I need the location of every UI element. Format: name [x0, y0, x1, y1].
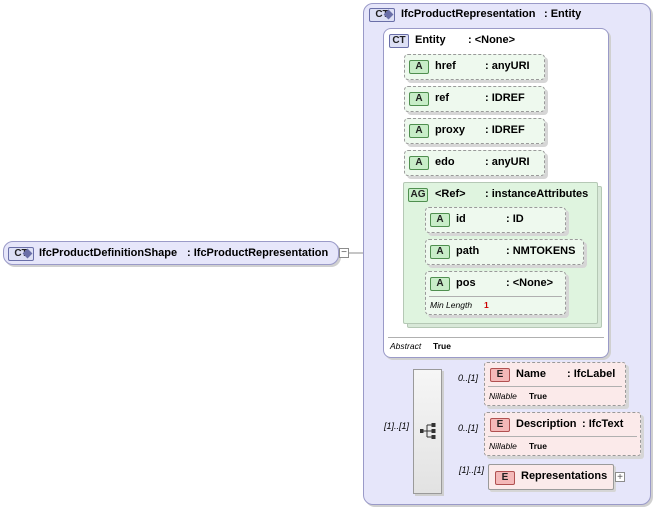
attribute-badge: A — [409, 92, 429, 106]
expand-icon: + — [617, 472, 623, 483]
outer-type: : Entity — [544, 8, 582, 20]
complex-type-badge: CT — [389, 34, 409, 48]
element-cardinality: 0..[1] — [458, 423, 479, 433]
attribute-name: path — [456, 245, 480, 257]
attribute-group-type: : instanceAttributes — [485, 188, 589, 200]
element-divider — [488, 386, 622, 387]
attribute-name: pos — [456, 277, 476, 289]
nillable-label: Nillable — [489, 441, 517, 451]
attribute-name: id — [456, 213, 466, 225]
attribute-badge: A — [409, 124, 429, 138]
abstract-label: Abstract — [390, 341, 422, 351]
attribute-type: : IDREF — [485, 124, 525, 136]
attribute-id[interactable]: A id : ID — [425, 207, 566, 233]
element-name[interactable]: E Name : IfcLabel Nillable True — [484, 362, 626, 406]
attribute-ref[interactable]: A ref : IDREF — [404, 86, 545, 112]
attribute-type: : anyURI — [485, 156, 530, 168]
attribute-name: edo — [435, 156, 455, 168]
collapse-icon: − — [341, 247, 347, 258]
attribute-badge: A — [409, 156, 429, 170]
facet-divider — [429, 296, 562, 297]
attribute-path[interactable]: A path : NMTOKENS — [425, 239, 584, 265]
element-type: : IfcText — [582, 418, 624, 430]
attribute-badge: A — [430, 277, 450, 291]
representations-expand-button[interactable]: + — [615, 472, 625, 483]
attribute-badge: A — [430, 245, 450, 259]
attribute-href[interactable]: A href : anyURI — [404, 54, 545, 80]
attribute-badge: A — [409, 60, 429, 74]
root-complex-type[interactable]: CT IfcProductDefinitionShape : IfcProduc… — [3, 241, 339, 265]
element-label: Name — [516, 368, 546, 380]
attribute-name: ref — [435, 92, 450, 104]
entity-divider — [388, 337, 604, 338]
element-badge: E — [495, 471, 515, 485]
attribute-type: : anyURI — [485, 60, 530, 72]
attribute-group-badge: AG — [408, 188, 428, 202]
attribute-pos[interactable]: A pos : <None> Min Length 1 — [425, 271, 566, 315]
attribute-group-name: <Ref> — [435, 188, 466, 200]
attribute-type: : <None> — [506, 277, 554, 289]
root-type: : IfcProductRepresentation — [187, 247, 329, 259]
attribute-name: proxy — [435, 124, 465, 136]
element-badge: E — [490, 418, 510, 432]
nillable-value: True — [529, 441, 547, 451]
attribute-type: : ID — [506, 213, 524, 225]
element-badge: E — [490, 368, 510, 382]
outer-name: IfcProductRepresentation — [401, 8, 536, 20]
element-cardinality: [1]..[1] — [459, 465, 485, 475]
nillable-label: Nillable — [489, 391, 517, 401]
attribute-name: href — [435, 60, 456, 72]
root-name: IfcProductDefinitionShape — [39, 247, 178, 259]
sequence-icon — [420, 423, 436, 439]
element-label: Representations — [521, 470, 608, 482]
nillable-value: True — [529, 391, 547, 401]
element-cardinality: 0..[1] — [458, 373, 479, 383]
entity-type: : <None> — [468, 34, 516, 46]
element-type: : IfcLabel — [567, 368, 616, 380]
sequence-compositor[interactable] — [413, 369, 442, 494]
facet-label: Min Length — [430, 300, 473, 310]
attribute-edo[interactable]: A edo : anyURI — [404, 150, 545, 176]
element-divider — [488, 436, 637, 437]
entity-name: Entity — [415, 34, 446, 46]
attribute-type: : IDREF — [485, 92, 525, 104]
element-description[interactable]: E Description : IfcText Nillable True — [484, 412, 641, 456]
element-label: Description — [516, 418, 577, 430]
root-collapse-button[interactable]: − — [339, 248, 349, 258]
attribute-badge: A — [430, 213, 450, 227]
attribute-type: : NMTOKENS — [506, 245, 576, 257]
abstract-value: True — [433, 341, 451, 351]
attribute-proxy[interactable]: A proxy : IDREF — [404, 118, 545, 144]
element-representations[interactable]: E Representations — [488, 464, 614, 490]
sequence-cardinality: [1]..[1] — [384, 421, 410, 431]
facet-value: 1 — [484, 300, 489, 310]
